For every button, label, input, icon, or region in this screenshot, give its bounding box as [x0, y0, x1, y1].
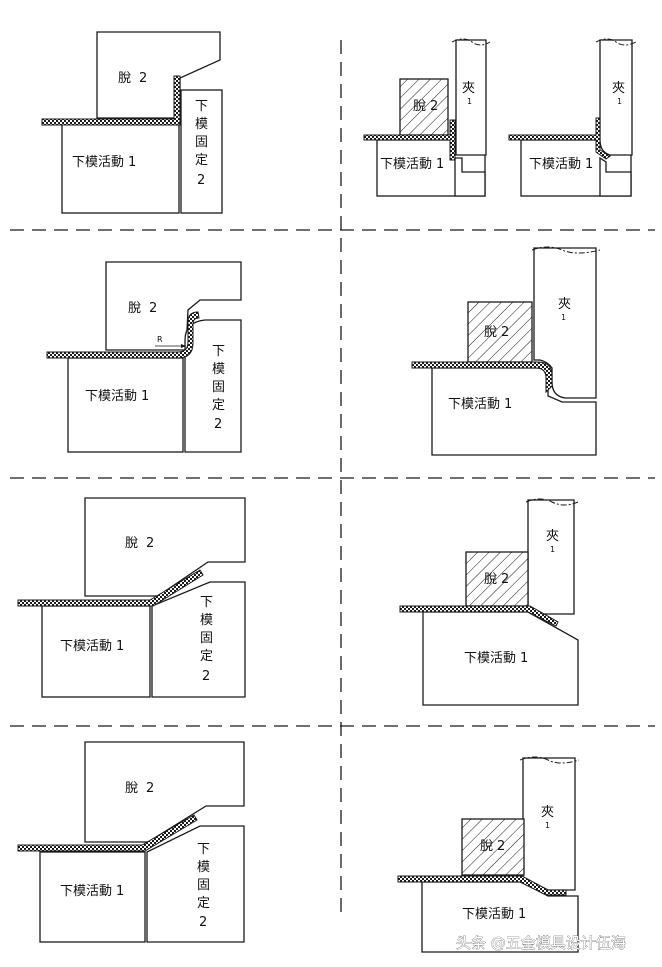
clamp-label: 夾 — [462, 81, 475, 96]
clamp-num: 1 — [467, 97, 472, 106]
sheet-strip — [397, 875, 567, 896]
die-fixed-block — [180, 89, 223, 214]
clamp-num: 1 — [617, 97, 622, 106]
clamp-label: 夾 — [546, 529, 559, 544]
sheet-strip — [508, 117, 611, 160]
stripper-block — [84, 741, 245, 843]
clamp-label: 夾 — [612, 81, 625, 96]
watermark-text: 头条 @五金模具设计伍海 — [456, 934, 626, 952]
die-fixed-char-4: 定 — [195, 153, 208, 168]
die-fixed-char-2: 模 — [212, 362, 225, 377]
die-fixed-char-3: 固 — [195, 135, 208, 150]
sheet-strip — [399, 605, 559, 627]
stripper-block-hatched — [467, 301, 533, 363]
clamp-break-line — [519, 756, 580, 764]
die-fixed-char-1: 下 — [197, 842, 210, 857]
sheet-strip — [46, 311, 200, 359]
die-fixed-char-2: 模 — [197, 860, 210, 875]
die-movable-block — [39, 851, 146, 943]
stripper-block-hatched — [461, 818, 525, 876]
stripper-block-hatched — [465, 551, 529, 607]
sheet-strip — [17, 814, 198, 852]
die-fixed-block — [184, 319, 242, 453]
clamp-label: 夾 — [541, 805, 554, 820]
die-fixed-char-3: 固 — [212, 380, 225, 395]
clamp-num: 1 — [561, 313, 566, 322]
clamp-block — [455, 39, 487, 156]
clamp-block — [599, 39, 633, 156]
die-fixed-char-1: 下 — [195, 99, 208, 114]
clamp-break-line — [525, 498, 579, 506]
clamp-block — [527, 499, 575, 615]
sheet-strip — [411, 361, 553, 394]
die-fixed-char-1: 下 — [200, 595, 213, 610]
die-fixed-block — [146, 825, 245, 943]
die-fixed-char-4: 定 — [200, 649, 213, 664]
die-fixed-char-4: 定 — [197, 896, 210, 911]
clamp-break-line — [595, 38, 637, 46]
die-fixed-num: 2 — [214, 417, 222, 432]
stripper-block-hatched — [399, 78, 449, 136]
watermark: 头条 @五金模具设计伍海 — [456, 934, 626, 953]
stripper-block — [84, 497, 246, 597]
die-fixed-num: 2 — [199, 915, 207, 930]
sheet-strip — [17, 569, 204, 607]
clamp-num: 1 — [545, 821, 550, 830]
dividers — [10, 40, 655, 912]
die-step — [454, 157, 486, 197]
die-fixed-char-2: 模 — [195, 117, 208, 132]
die-fixed-block — [151, 581, 246, 698]
clamp-break-line — [451, 38, 491, 46]
die-fixed-char-2: 模 — [200, 613, 213, 628]
die-movable-block — [67, 357, 184, 453]
radius-arrowhead — [181, 344, 186, 348]
die-fixed-num: 2 — [197, 173, 205, 188]
radius-label: R — [157, 335, 163, 344]
die-movable-block — [41, 605, 151, 698]
stripper-block — [105, 261, 242, 351]
die-fixed-num: 2 — [202, 669, 210, 684]
die-fixed-char-4: 定 — [212, 398, 225, 413]
die-fixed-char-3: 固 — [197, 878, 210, 893]
sheet-strip — [41, 75, 181, 126]
die-step — [599, 156, 632, 197]
die-fixed-char-1: 下 — [212, 344, 225, 359]
clamp-label: 夾 — [558, 297, 571, 312]
die-movable-block — [61, 123, 180, 214]
die-fixed-char-3: 固 — [200, 631, 213, 646]
clamp-break-line — [531, 246, 601, 254]
clamp-num: 1 — [550, 545, 555, 554]
